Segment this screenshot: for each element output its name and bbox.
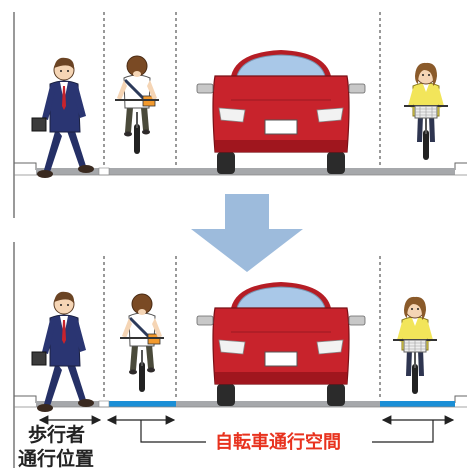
after-panel (13, 242, 467, 468)
bike-lane-left (109, 401, 176, 407)
cyclist-figure (113, 54, 161, 156)
car-figure (196, 281, 366, 407)
curb-step (454, 162, 467, 170)
curb-step (14, 162, 37, 170)
lane-marker (98, 167, 110, 176)
curb-step (14, 395, 37, 403)
pedestrian-figure (31, 291, 95, 413)
pedestrian-figure (31, 57, 95, 179)
pedestrian-zone-label-line2: 通行位置 (18, 448, 95, 470)
car-figure (196, 49, 366, 175)
curb-step (454, 395, 467, 403)
bicycle-space-label: 自転車通行空間 (212, 434, 344, 452)
lane-marker (98, 400, 110, 408)
before-panel (13, 12, 467, 218)
pedestrian-zone-label-line1: 歩行者 (28, 424, 86, 446)
cyclist-figure (392, 295, 438, 395)
bike-lane-right (380, 401, 455, 407)
cyclist-figure (403, 61, 449, 161)
bike-space-bracket (140, 420, 434, 443)
cyclist-figure (118, 292, 166, 394)
road-surface (36, 401, 455, 407)
road-surface (36, 168, 455, 175)
transition-arrow-icon (191, 194, 303, 272)
